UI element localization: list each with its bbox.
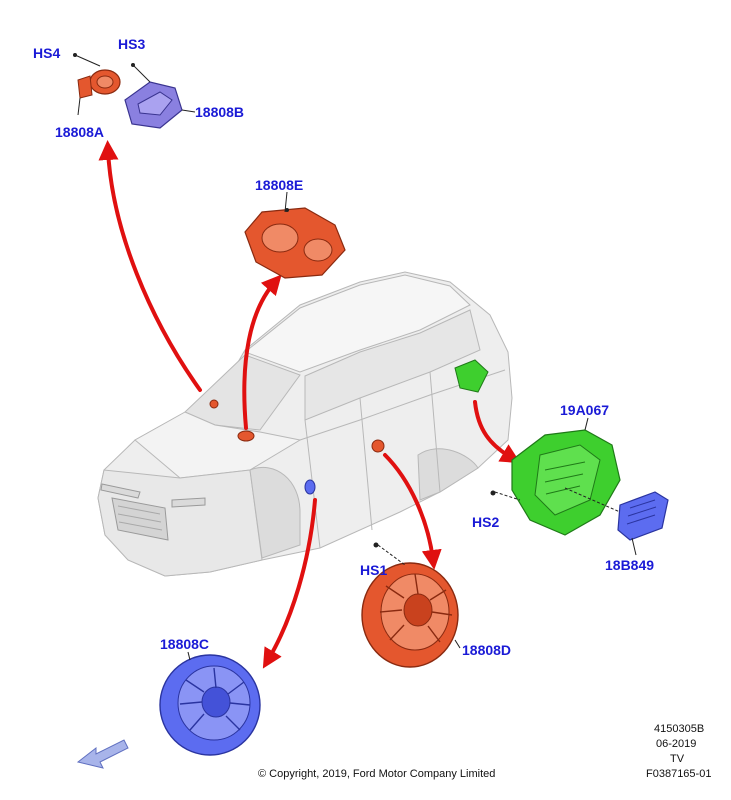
- part-18b849-illustration: [617, 491, 669, 556]
- part-19a067-illustration: [490, 417, 621, 536]
- part-18808e-illustration: [244, 191, 346, 279]
- figure-id: F0387165-01: [646, 768, 712, 780]
- vehicle-mounted-parts: [209, 359, 489, 495]
- ref-number: 4150305B: [654, 723, 705, 735]
- callout-19a067: 19A067: [560, 402, 610, 418]
- copyright-notice: © Copyright, 2019, Ford Motor Company Li…: [258, 768, 496, 780]
- vehicle-grille: [100, 483, 206, 541]
- callout-18808e: 18808E: [255, 177, 304, 193]
- callout-hs4: HS4: [33, 45, 61, 61]
- orientation-arrow: [76, 739, 129, 769]
- callout-hs1: HS1: [360, 562, 388, 578]
- callout-18808b: 18808B: [195, 104, 245, 120]
- callout-18808c: 18808C: [160, 636, 210, 652]
- part-18808a-illustration: [73, 53, 121, 116]
- red-indicator-arrows: [98, 140, 521, 669]
- part-18808d-illustration: [361, 542, 461, 668]
- callout-18b849: 18B849: [605, 557, 655, 573]
- callout-hs3: HS3: [118, 36, 146, 52]
- vehicle-code: TV: [670, 753, 685, 765]
- callout-18808d: 18808D: [462, 642, 512, 658]
- part-18808c-illustration: [159, 651, 261, 756]
- callout-hs2: HS2: [472, 514, 500, 530]
- part-18808b-illustration: [124, 63, 196, 129]
- callout-18808a: 18808A: [55, 124, 105, 140]
- revision-date: 06-2019: [656, 738, 697, 750]
